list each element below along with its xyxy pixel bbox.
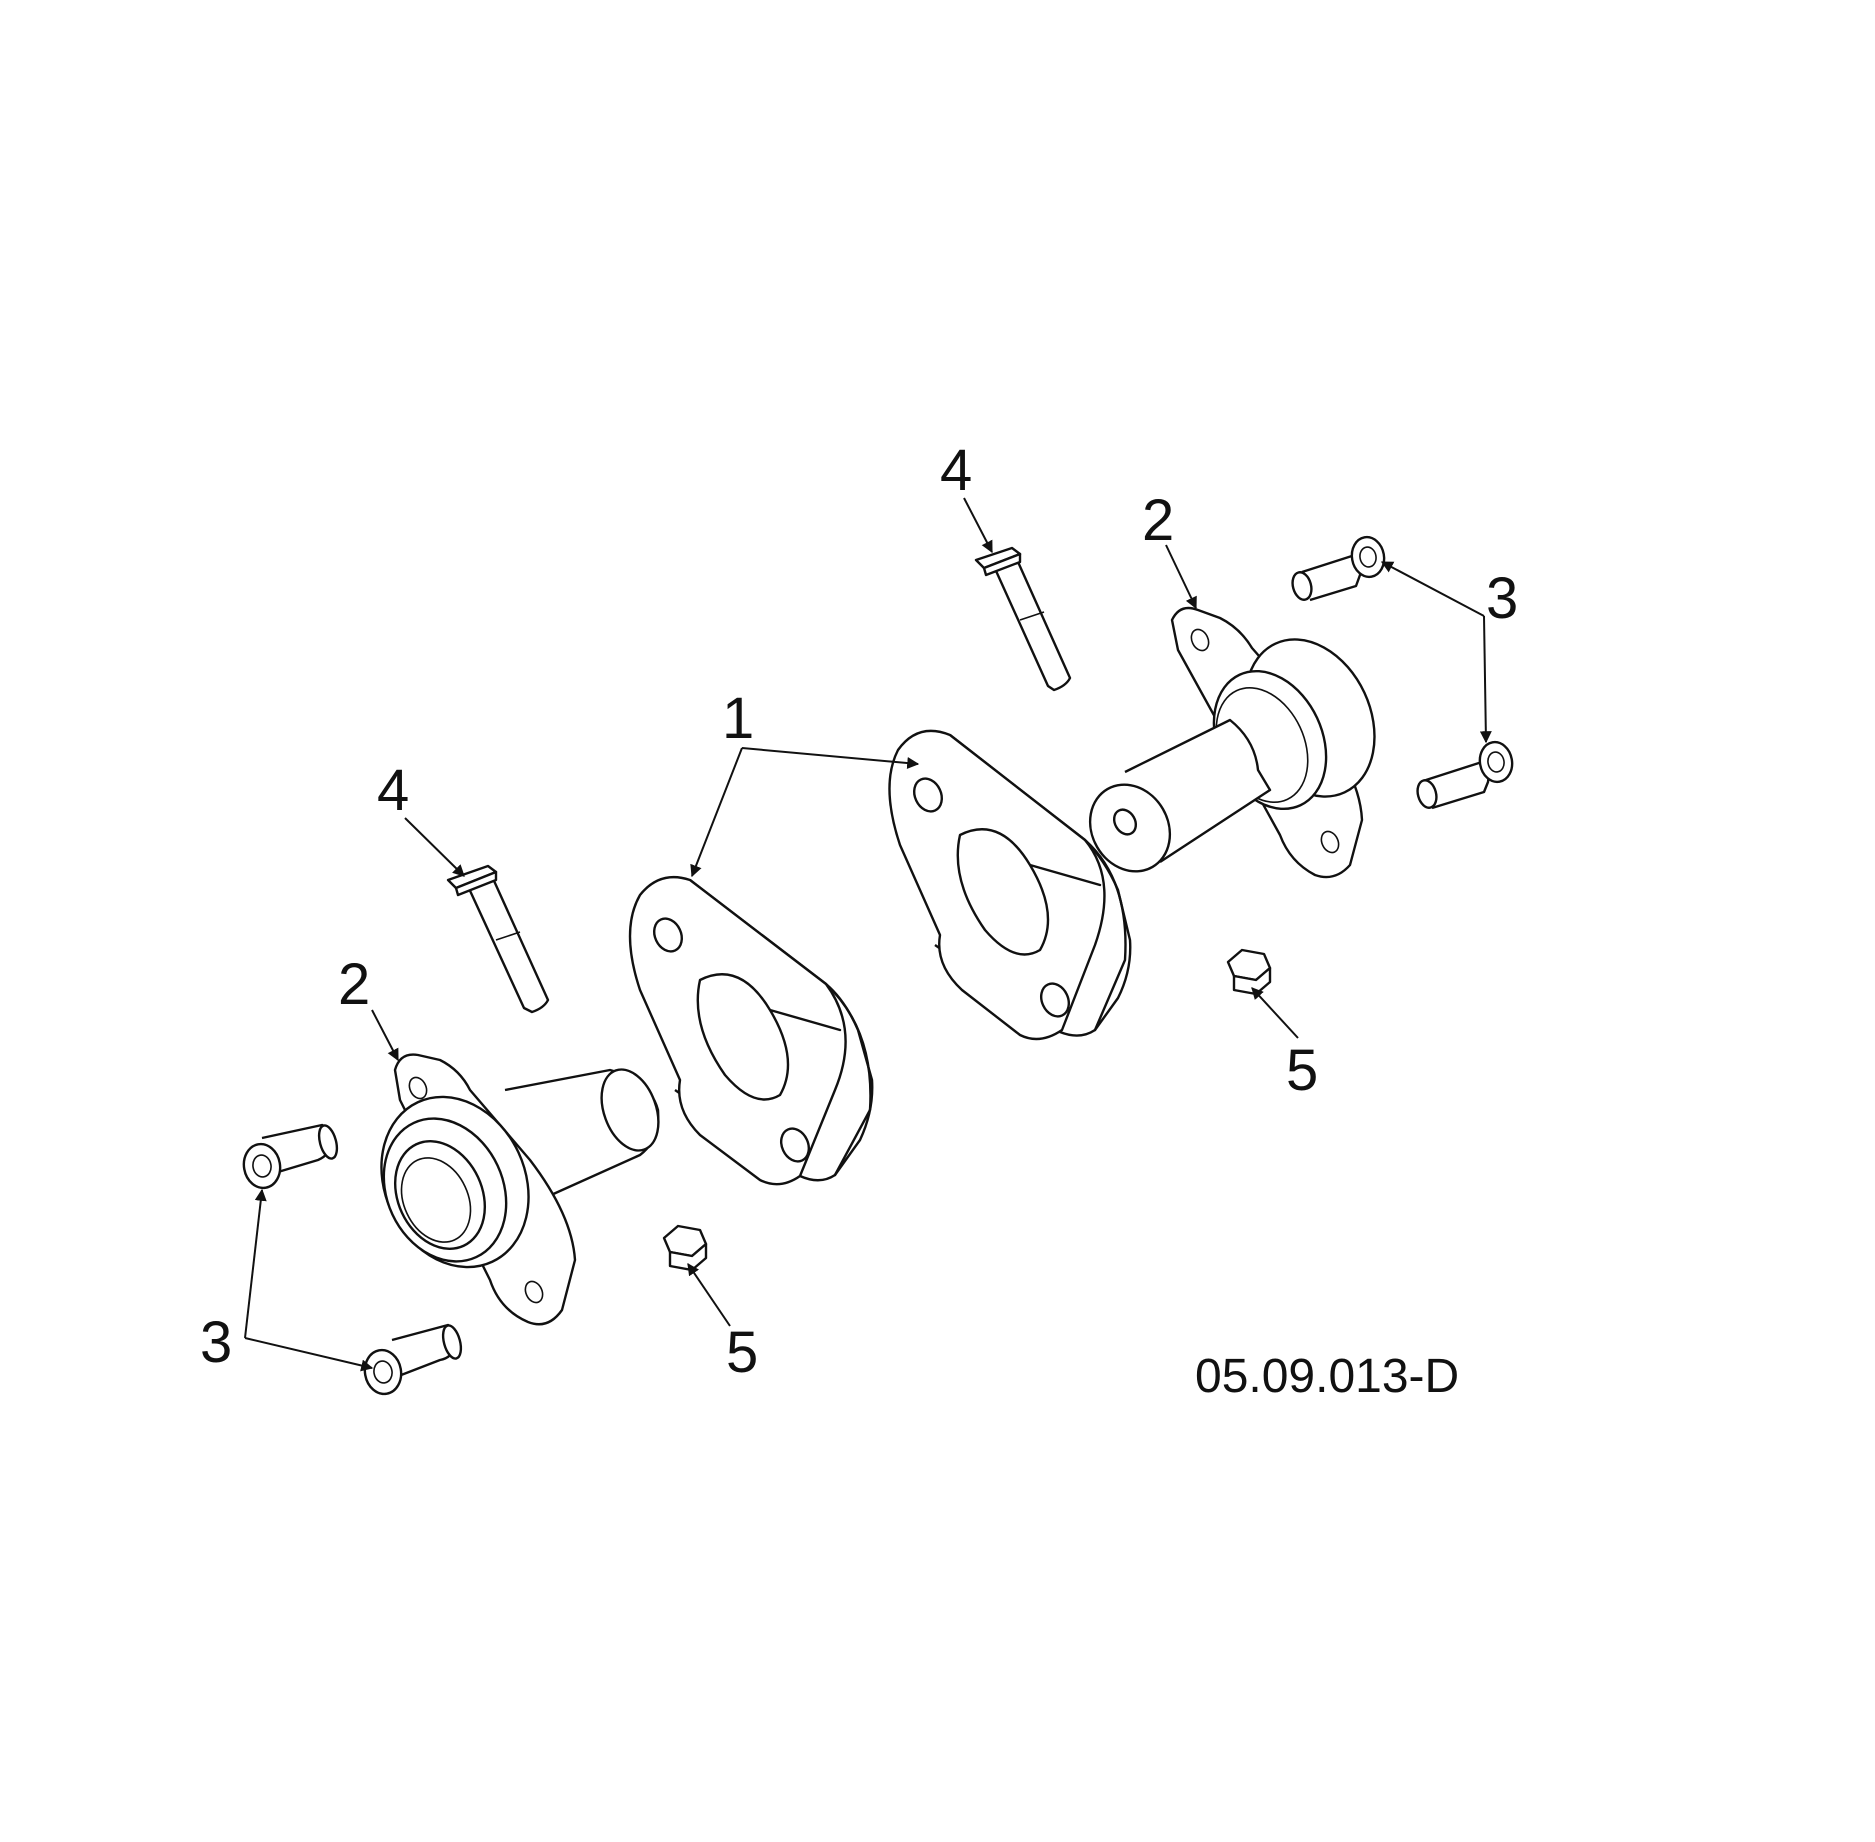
leader-3-right-lower xyxy=(1479,615,1492,744)
flange-bolt-right-upper xyxy=(1291,535,1386,602)
leader-1-left xyxy=(690,747,743,878)
leader-5-right xyxy=(1251,987,1299,1039)
leader-4-right xyxy=(963,497,993,554)
callout-5-left: 5 xyxy=(726,1320,758,1385)
callout-5-right: 5 xyxy=(1286,1038,1318,1103)
spacer-block-right xyxy=(888,729,1132,1041)
leader-3-left-lower xyxy=(244,1337,374,1372)
flange-bolt-left-lower xyxy=(363,1323,463,1396)
callout-2-left: 2 xyxy=(338,952,370,1017)
flange-bolt-left-upper xyxy=(242,1123,339,1190)
bearing-flange-left xyxy=(380,1053,660,1326)
leader-2-right xyxy=(1165,544,1197,610)
callout-3-left: 3 xyxy=(200,1310,232,1375)
callout-3-right: 3 xyxy=(1486,566,1518,631)
stud-bolt-left xyxy=(446,864,550,1014)
bearing-flange-right xyxy=(1088,606,1376,879)
spacer-block-left xyxy=(628,875,874,1186)
leader-3-left-upper xyxy=(244,1188,267,1339)
nut-right xyxy=(1226,948,1272,996)
nut-left xyxy=(662,1224,708,1272)
leader-4-left xyxy=(404,817,465,877)
leader-3-right-upper xyxy=(1380,561,1485,617)
leader-1-right xyxy=(741,747,920,769)
callout-4-left: 4 xyxy=(377,758,409,823)
callout-4-right: 4 xyxy=(940,438,972,503)
leader-5-left xyxy=(687,1263,731,1327)
leader-2-left xyxy=(371,1009,399,1062)
callout-2-right: 2 xyxy=(1142,488,1174,553)
drawing-code: 05.09.013-D xyxy=(1195,1350,1459,1403)
stud-bolt-right xyxy=(974,546,1072,692)
flange-bolt-right-lower xyxy=(1416,740,1514,810)
leader-lines xyxy=(244,497,1492,1372)
callout-1: 1 xyxy=(722,686,754,751)
